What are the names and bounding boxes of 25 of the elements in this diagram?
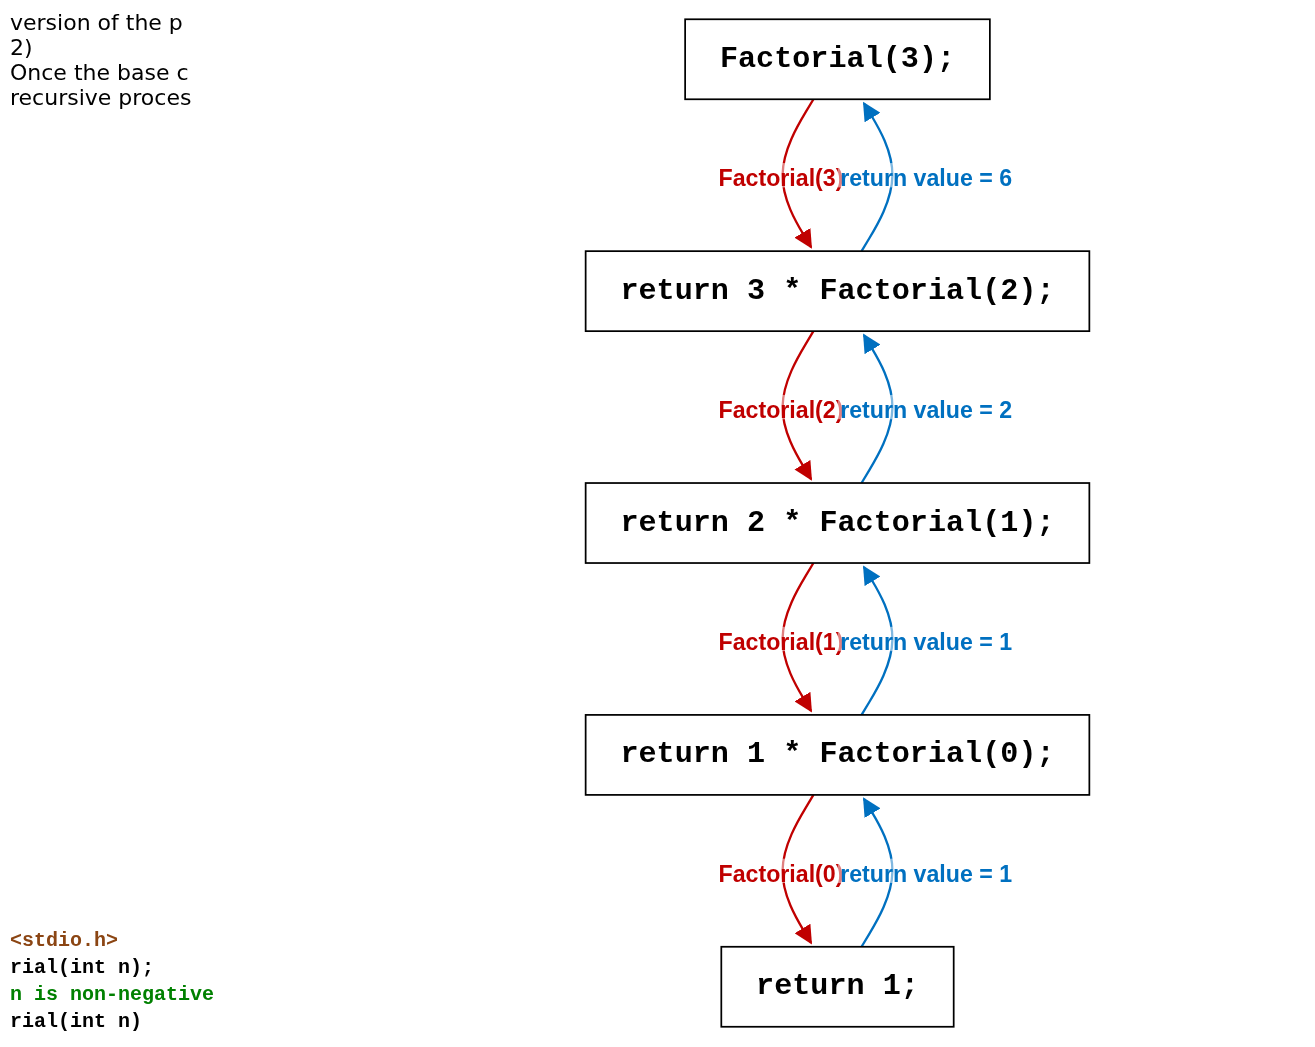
arrow [781,99,815,250]
node-box: Factorial(3); [684,18,991,101]
arrow [860,334,894,485]
edge-label: return value = 1 [840,629,1013,656]
arrow [860,102,894,253]
node-box: return 1 * Factorial(0); [584,714,1091,797]
node-box: return 1; [720,946,955,1029]
note-text: version of the p [10,10,184,35]
note-text: 2) [10,35,34,60]
arrow [781,562,815,713]
edge-label: return value = 2 [840,397,1013,424]
code-line: <stdio.h> [10,929,120,952]
code-line: rial(int n) [10,1010,144,1033]
arrow [860,565,894,716]
node-box: return 3 * Factorial(2); [584,250,1091,333]
code-line: n is non-negative [10,983,216,1006]
code-line: rial(int n); [10,956,156,979]
note-text: recursive proces [10,85,193,110]
note-text: Once the base c [10,60,190,85]
arrow [781,794,815,945]
arrow [860,797,894,948]
edge-label: return value = 6 [840,165,1013,192]
edge-label: return value = 1 [840,861,1013,888]
node-box: return 2 * Factorial(1); [584,482,1091,565]
arrow [781,331,815,482]
